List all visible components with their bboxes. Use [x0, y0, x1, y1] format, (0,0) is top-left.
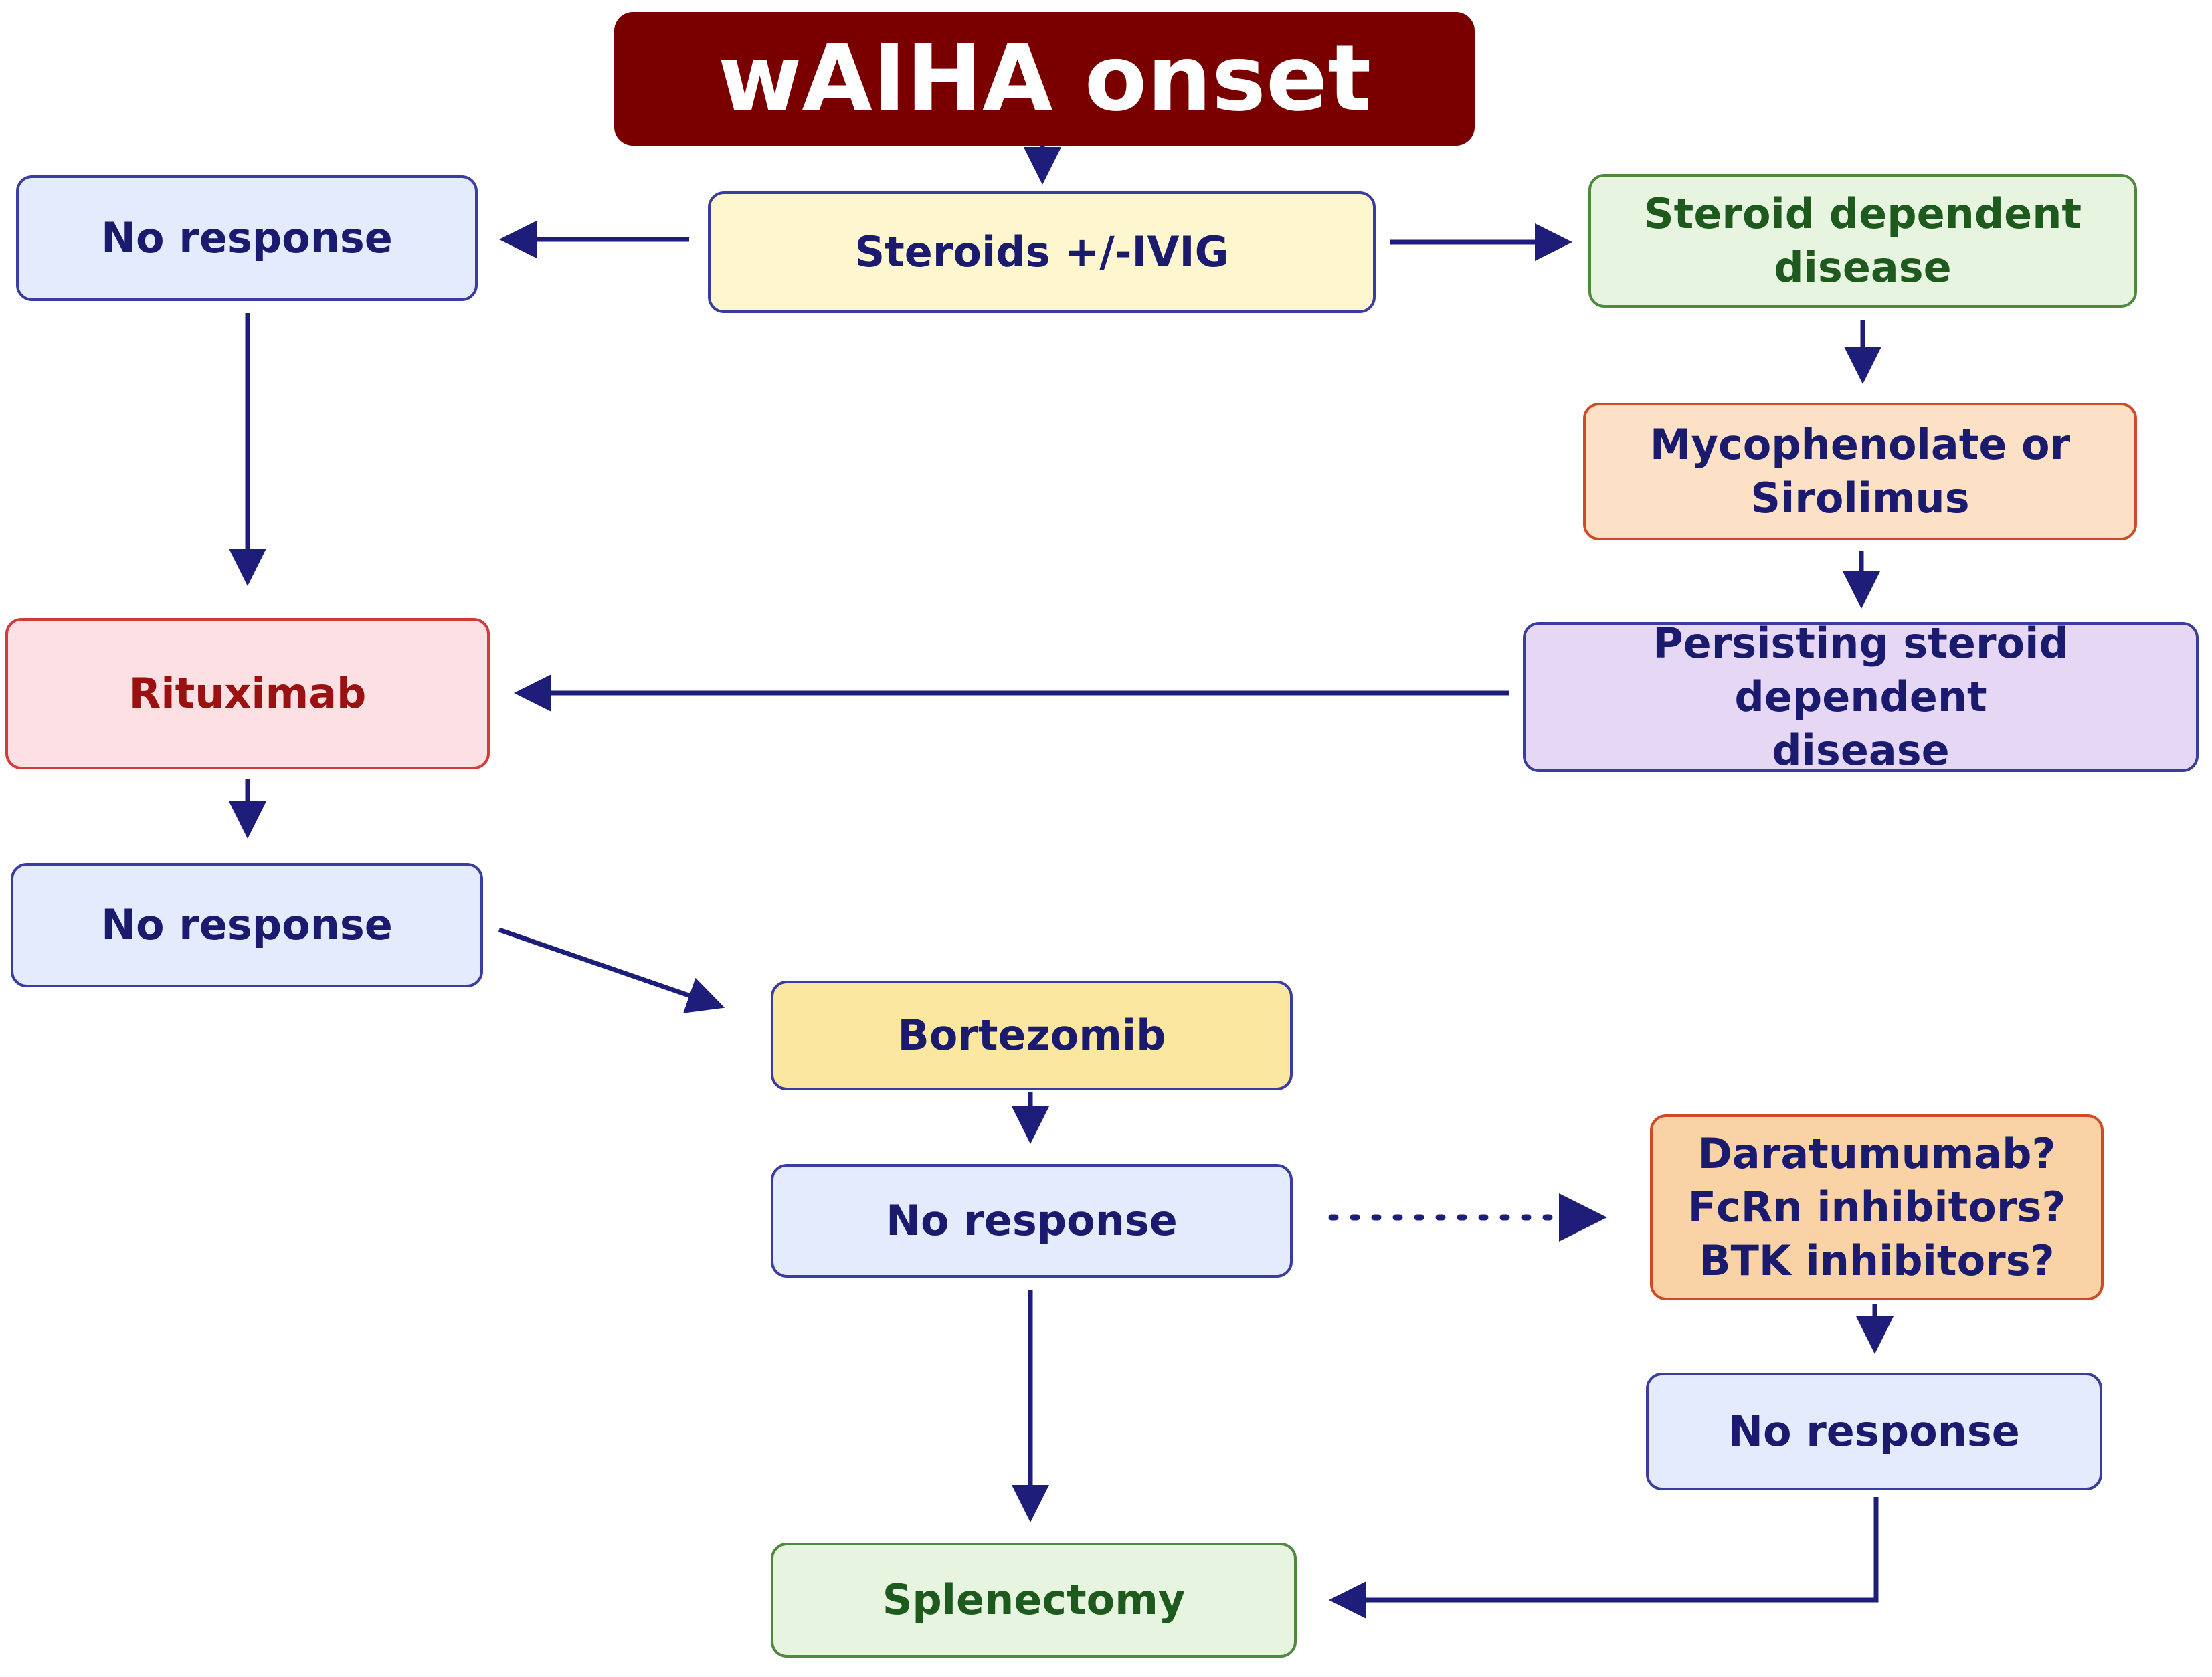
title-box: wAIHA onset: [614, 12, 1475, 146]
mycophenolate-line-2: Sirolimus: [1750, 474, 1970, 522]
mycophenolate-line-1: Mycophenolate or: [1649, 420, 2071, 469]
no-response-box-1: No response: [16, 175, 478, 301]
persisting-line-1: Persisting steroid dependent: [1653, 619, 2069, 721]
no-response-label-3: No response: [886, 1196, 1178, 1245]
steroid-dependent-text: Steroid dependent disease: [1644, 187, 2082, 294]
mycophenolate-text: Mycophenolate or Sirolimus: [1650, 418, 2070, 525]
no-response-label-4: No response: [1728, 1407, 2020, 1456]
bortezomib-label: Bortezomib: [897, 1011, 1166, 1060]
no-response-box-4: No response: [1646, 1373, 2102, 1490]
steroids-ivig-label: Steroids +/-IVIG: [854, 227, 1229, 276]
novel-agents-line-2: FcRn inhibitors?: [1687, 1183, 2066, 1231]
novel-agents-line-3: BTK inhibitors?: [1699, 1236, 2055, 1285]
no-response-label-2: No response: [101, 900, 393, 949]
novel-agents-text: Daratumumab? FcRn inhibitors? BTK inhibi…: [1688, 1127, 2066, 1288]
no-response-box-3: No response: [771, 1164, 1293, 1278]
persisting-text: Persisting steroid dependent disease: [1526, 617, 2196, 777]
no-response-label-1: No response: [101, 213, 393, 262]
title-text: wAIHA onset: [717, 26, 1372, 132]
mycophenolate-box: Mycophenolate or Sirolimus: [1583, 403, 2137, 540]
novel-agents-box: Daratumumab? FcRn inhibitors? BTK inhibi…: [1650, 1114, 2104, 1300]
rituximab-box: Rituximab: [5, 618, 490, 769]
rituximab-label: Rituximab: [128, 669, 367, 718]
steroid-dependent-line-1: Steroid dependent: [1644, 189, 2082, 238]
persisting-line-2: disease: [1772, 726, 1950, 775]
novel-agents-line-1: Daratumumab?: [1697, 1129, 2056, 1178]
bortezomib-box: Bortezomib: [771, 981, 1293, 1090]
arrow-no-response-4-to-splenectomy: [1329, 1497, 1879, 1619]
no-response-box-2: No response: [11, 863, 483, 987]
steroid-dependent-line-2: disease: [1774, 243, 1952, 292]
splenectomy-label: Splenectomy: [882, 1575, 1186, 1624]
arrow-no-response-2-to-bortezomib: [498, 927, 725, 1013]
splenectomy-box: Splenectomy: [771, 1543, 1297, 1658]
steroid-dependent-box: Steroid dependent disease: [1588, 174, 2137, 308]
persisting-box: Persisting steroid dependent disease: [1523, 619, 2199, 775]
steroids-ivig-box: Steroids +/-IVIG: [708, 191, 1376, 313]
